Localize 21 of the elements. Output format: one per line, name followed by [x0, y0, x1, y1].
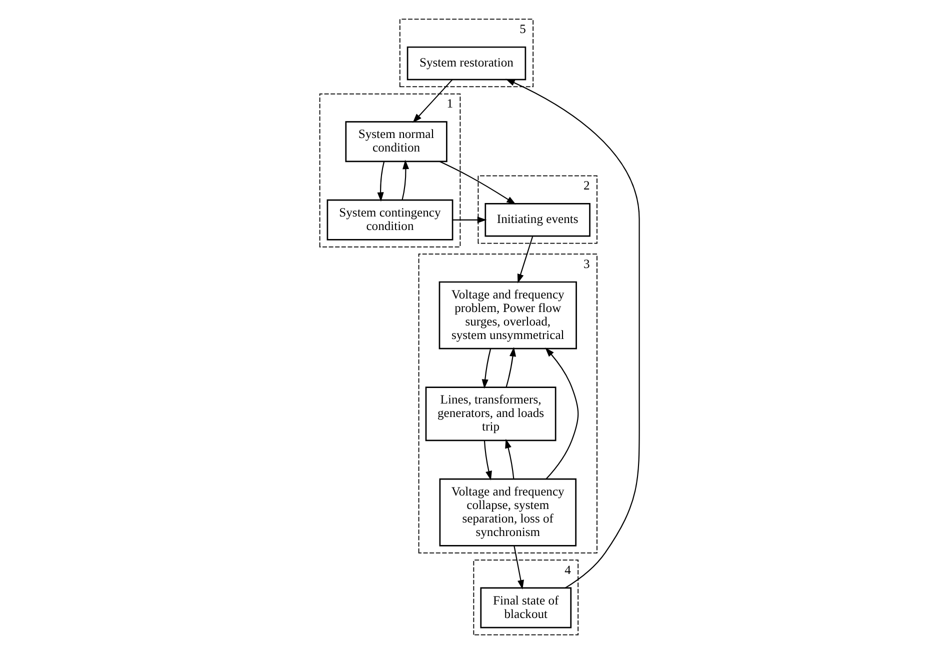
- node-box: Voltage and frequency problem, Power flow surges, overload, system unsymmetrical: [438, 281, 577, 350]
- arrow: [482, 348, 492, 389]
- arrow: [484, 440, 492, 480]
- arrow: [412, 79, 453, 123]
- node-box: System restoration: [406, 46, 526, 80]
- node-box: Voltage and frequency collapse, system separation, loss of synchronism: [439, 478, 576, 546]
- arrow: [402, 160, 410, 200]
- arrow: [506, 78, 640, 588]
- arrow: [440, 161, 516, 205]
- node-box: System contingency condition: [326, 199, 454, 240]
- arrow: [505, 438, 514, 479]
- arrow: [514, 546, 524, 590]
- arrow: [517, 236, 534, 284]
- node-box: Lines, transformers, generators, and loads trip: [425, 386, 556, 442]
- arrow: [377, 161, 385, 202]
- node-box: Final state of blackout: [480, 587, 572, 628]
- arrow: [452, 216, 487, 224]
- arrow: [506, 347, 516, 388]
- node-box: System normal condition: [345, 121, 448, 162]
- arrow: [545, 348, 579, 480]
- node-box: Initiating events: [484, 203, 590, 237]
